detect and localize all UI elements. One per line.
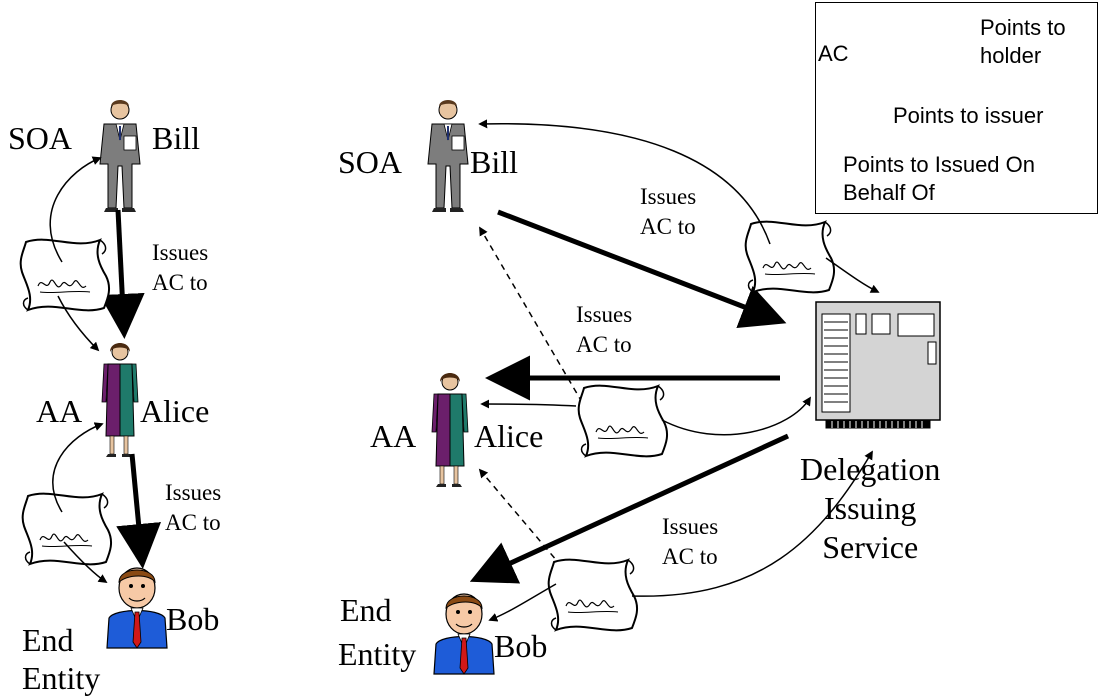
bill-cert-to-bill-pointer	[478, 119, 771, 245]
legend-ac-label: AC	[818, 41, 849, 66]
certificate-icon-bob	[547, 558, 639, 632]
bill-cert-to-service-pointer	[825, 257, 880, 293]
pointer-to-holder-left-2	[63, 541, 108, 583]
alice-cert-to-service-pointer	[661, 396, 811, 436]
left-aa-label: AA	[36, 393, 83, 429]
bob-cert-to-service-pointer	[631, 450, 873, 597]
pointer-to-holder-left-1	[57, 295, 100, 352]
left-soa-label: SOA	[8, 120, 73, 156]
pointer-to-issuer-left-2	[52, 422, 104, 513]
left-entity-label: Entity	[22, 660, 101, 696]
bill-figure-right	[427, 99, 469, 213]
certificate-icon-alice	[577, 384, 669, 458]
legend-box	[815, 2, 1098, 214]
legend-points-to-obo: Points to Issued On Behalf Of	[843, 152, 1035, 205]
alice-cert-to-alice-pointer	[480, 399, 577, 409]
left-end-label: End	[22, 622, 74, 658]
left-bill-label: Bill	[152, 120, 201, 156]
right-issues-label-alice: Issues AC to	[576, 302, 633, 357]
right-bill-label: Bill	[470, 144, 519, 180]
delegation-service-label: Delegation Issuing Service	[800, 451, 941, 566]
right-issues-label-bill: Issues AC to	[640, 184, 697, 239]
left-issues-label-2: Issues AC to	[165, 480, 222, 535]
bill-figure-left	[99, 99, 141, 213]
obo-pointer-alice-cert	[479, 226, 611, 451]
certificate-icon-left-1	[19, 238, 111, 312]
issues-arrow-left-2	[116, 453, 162, 569]
bob-cert-to-bob-pointer	[488, 583, 557, 622]
pointer-to-issuer-left-1	[49, 156, 102, 263]
right-soa-label: SOA	[338, 144, 403, 180]
right-alice-label: Alice	[474, 418, 544, 454]
service-to-bob-arrow	[469, 433, 790, 584]
bill-to-service-arrow	[497, 209, 787, 329]
left-alice-label: Alice	[140, 393, 210, 429]
legend-points-to-issuer: Points to issuer	[893, 103, 1044, 128]
left-bob-label: Bob	[166, 601, 220, 637]
bob-figure-right	[433, 593, 495, 675]
certificate-icon-left-2	[21, 492, 113, 566]
left-issues-label-1: Issues AC to	[152, 240, 209, 295]
certificate-icon-bill	[744, 220, 836, 294]
right-bob-label: Bob	[494, 628, 548, 664]
right-end-label: End	[340, 592, 392, 628]
alice-figure-left	[101, 342, 139, 458]
right-issues-label-bob: Issues AC to	[662, 514, 719, 569]
delegation-server-icon	[815, 301, 941, 429]
right-entity-label: Entity	[338, 636, 417, 672]
bob-figure-left	[106, 567, 168, 649]
right-aa-label: AA	[370, 418, 417, 454]
alice-figure-right	[431, 372, 469, 488]
legend-points-to-holder: Points to holder	[980, 15, 1066, 68]
issues-arrow-left-1	[99, 209, 145, 339]
